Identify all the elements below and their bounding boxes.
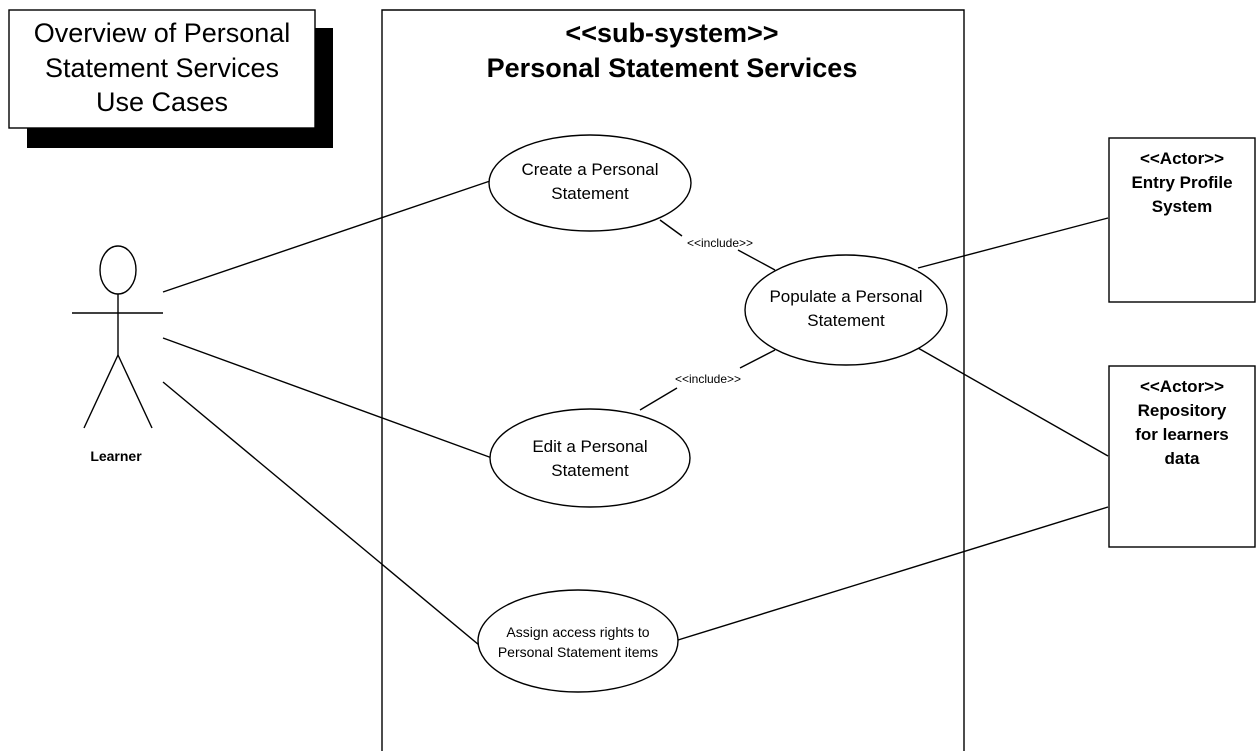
learner-head xyxy=(99,245,137,295)
entry-profile-line-1: Entry Profile xyxy=(1131,173,1232,192)
use-case-populate-line-1: Populate a Personal xyxy=(769,287,922,306)
use-case-create-line-1: Create a Personal xyxy=(521,160,658,179)
subsystem-frame xyxy=(381,9,965,751)
assoc-populate-repository xyxy=(917,347,1109,457)
repository-line-2: for learners xyxy=(1135,425,1229,444)
include-line-bottom-a xyxy=(739,349,776,369)
subsystem-boundary: <<sub-system>> Personal Statement Servic… xyxy=(381,9,965,751)
entry-profile-stereotype: <<Actor>> xyxy=(1140,149,1224,168)
title-line-3: Use Cases xyxy=(96,87,228,117)
assoc-learner-assign xyxy=(162,381,486,651)
entry-profile-box xyxy=(1108,137,1256,303)
title-line-1: Overview of Personal xyxy=(34,18,291,48)
subsystem-stereotype: <<sub-system>> xyxy=(565,18,778,48)
use-case-populate: Populate a Personal Statement xyxy=(744,254,948,366)
learner-actor: Learner xyxy=(72,245,163,464)
use-case-assign: Assign access rights to Personal Stateme… xyxy=(477,589,679,693)
use-case-assign-line-2: Personal Statement items xyxy=(498,644,658,660)
title-box xyxy=(8,9,316,129)
associations xyxy=(162,180,1109,651)
learner-right-leg xyxy=(117,354,153,429)
repository-stereotype: <<Actor>> xyxy=(1140,377,1224,396)
include-line-bottom-b xyxy=(639,387,678,411)
repository-box xyxy=(1108,365,1256,548)
use-case-edit: Edit a Personal Statement xyxy=(489,408,691,508)
use-case-assign-ellipse xyxy=(477,589,679,693)
include-label-bottom: <<include>> xyxy=(675,372,741,386)
use-case-edit-line-1: Edit a Personal xyxy=(532,437,647,456)
include-line-top-b xyxy=(737,249,776,271)
use-case-create-ellipse xyxy=(488,134,692,232)
use-case-edit-ellipse xyxy=(489,408,691,508)
assoc-learner-edit xyxy=(162,337,493,459)
actor-repository: <<Actor>> Repository for learners data xyxy=(1108,365,1256,548)
subsystem-name: Personal Statement Services xyxy=(487,53,858,83)
assoc-assign-repository xyxy=(677,506,1109,641)
include-line-top-a xyxy=(659,219,683,237)
actor-entry-profile-system: <<Actor>> Entry Profile System xyxy=(1108,137,1256,303)
use-case-edit-line-2: Statement xyxy=(551,461,629,480)
use-case-populate-ellipse xyxy=(744,254,948,366)
assoc-populate-entry-profile xyxy=(917,217,1109,269)
title-line-2: Statement Services xyxy=(45,53,279,83)
use-case-create-line-2: Statement xyxy=(551,184,629,203)
include-label-top: <<include>> xyxy=(687,236,753,250)
use-case-create: Create a Personal Statement xyxy=(488,134,692,232)
diagram-title-box: Overview of Personal Statement Services … xyxy=(8,9,333,148)
entry-profile-line-2: System xyxy=(1152,197,1212,216)
learner-label: Learner xyxy=(90,448,142,464)
assoc-learner-create xyxy=(162,180,491,293)
repository-line-1: Repository xyxy=(1138,401,1227,420)
repository-line-3: data xyxy=(1165,449,1201,468)
use-case-assign-line-1: Assign access rights to xyxy=(506,624,649,640)
use-case-populate-line-2: Statement xyxy=(807,311,885,330)
learner-left-leg xyxy=(83,354,119,429)
